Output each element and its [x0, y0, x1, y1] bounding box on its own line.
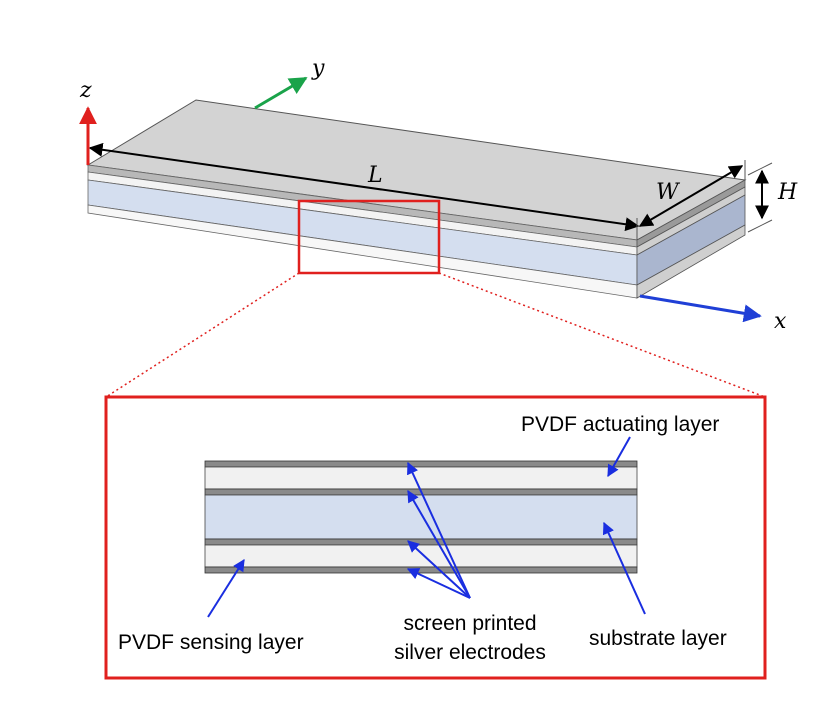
electrodes-label-line1: screen printed [403, 612, 536, 635]
pointer-arrows [207, 436, 646, 618]
height-label: H [777, 180, 798, 205]
sensing-pointer [207, 558, 245, 618]
electrode-pointer-1 [407, 461, 471, 599]
length-label: L [367, 163, 383, 188]
actuating-layer-label: PVDF actuating layer [521, 413, 719, 436]
substrate-layer-label: substrate layer [589, 627, 727, 650]
actuating-pointer [607, 436, 631, 478]
electrode-pointer-4 [406, 568, 471, 599]
sensing-layer-label: PVDF sensing layer [118, 631, 304, 654]
substrate-pointer [602, 521, 646, 615]
electrode-3 [204, 538, 638, 546]
electrode-pointer-3 [407, 540, 471, 599]
beam-3d [86, 99, 747, 299]
z-axis-label: z [79, 78, 92, 103]
sensing-layer [204, 544, 638, 568]
substrate-layer [204, 494, 638, 540]
zoom-guide-left [105, 272, 300, 398]
electrode-pointer-2 [407, 489, 471, 599]
x-axis-arrow [639, 294, 762, 323]
y-axis-arrow [254, 76, 308, 110]
actuating-layer [204, 466, 638, 490]
electrode-4 [204, 566, 638, 574]
length-dimension-arrow [88, 142, 640, 232]
end-sensing-layer [636, 224, 746, 299]
height-extension-top [747, 162, 773, 176]
x-axis-label: x [774, 309, 787, 334]
width-dimension-arrow [638, 165, 744, 227]
width-label: W [656, 180, 681, 205]
y-axis-label: y [311, 56, 325, 81]
electrodes-label-line2: silver electrodes [394, 641, 546, 664]
zoom-guide-right [438, 272, 766, 398]
cross-section [204, 460, 638, 574]
electrode-1 [204, 460, 638, 468]
zoom-region-box [297, 199, 441, 275]
height-extension-bottom [747, 219, 773, 233]
